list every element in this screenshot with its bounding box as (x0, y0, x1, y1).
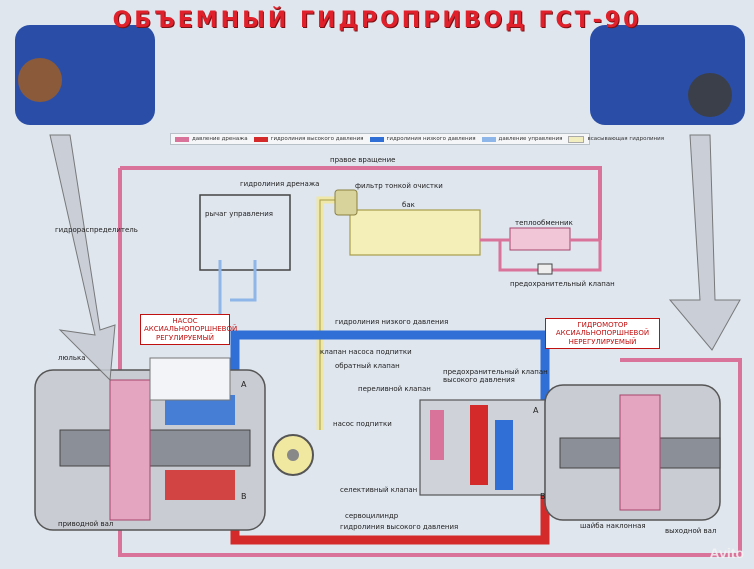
pump-photo (15, 25, 155, 125)
legend-swatch (253, 136, 268, 142)
control-lever-label: рычаг управления (205, 210, 273, 218)
drive-shaft-label: приводной вал (58, 520, 114, 528)
safety-valve-shape (537, 263, 553, 275)
heat-exchanger-loop (480, 238, 602, 272)
low-pressure-line-label: гидролиния низкого давления (335, 318, 449, 326)
distributor-frame (199, 194, 291, 271)
output-shaft-label: выходной вал (665, 527, 717, 535)
right-arrow (668, 134, 741, 351)
legend-label: давление дренажа (192, 136, 248, 142)
charge-valve-label: клапан насоса подпитки (320, 348, 412, 356)
port-b2-label: В (540, 492, 546, 501)
legend-item: гидролиния низкого давления (369, 136, 476, 142)
servo-block (149, 357, 231, 401)
heat-exchanger-shape (509, 227, 571, 251)
legend-swatch (369, 136, 384, 142)
left-arrow (49, 134, 116, 382)
flush-valve-shape (430, 410, 444, 460)
selective-valve-shape (470, 405, 488, 485)
legend-swatch (568, 135, 585, 143)
safety-valve-label: предохранительный клапан (510, 280, 615, 288)
legend-swatch (481, 136, 496, 142)
pump-shaft (59, 429, 251, 467)
relief-valve-shape (495, 420, 513, 490)
port-a1-label: А (241, 380, 247, 389)
tank-shape (349, 209, 481, 256)
legend: давление дренажа гидролиния высокого дав… (170, 133, 664, 145)
port-a2-label: А (533, 406, 539, 415)
distributor-label: гидрораспределитель (55, 226, 138, 234)
charge-pump-label: насос подпитки (333, 420, 392, 428)
high-pressure-valve-label: предохранительный клапан высокого давлен… (443, 368, 548, 385)
legend-label: гидролиния низкого давления (386, 136, 476, 142)
legend-label: давление управления (498, 136, 563, 142)
page-title: ОБЪЕМНЫЙ ГИДРОПРИВОД ГСТ-90 (112, 8, 642, 33)
heat-exchanger-label: теплообменник (515, 219, 573, 227)
pump-photo-flange (18, 58, 62, 102)
legend-item: гидролиния высокого давления (253, 136, 364, 142)
watermark: Avito (709, 545, 744, 561)
drain-line-label: гидролиния дренажа (240, 180, 320, 188)
suction-line-outline (319, 199, 345, 430)
selective-valve-label: селективный клапан (340, 486, 418, 494)
legend-swatch (175, 136, 189, 142)
pump-cradle (109, 379, 151, 521)
low-pressure-line-path (230, 330, 550, 400)
motor-photo-flange (688, 73, 732, 117)
legend-item: давление управления (481, 136, 563, 142)
cradle-label: люлька (58, 354, 86, 362)
pump-high-chamber (165, 470, 235, 500)
filter-shape (334, 189, 358, 216)
charge-pump-hub (287, 449, 299, 461)
swash-plate-label: шайба наклонная (580, 522, 646, 530)
right-rotation-label: правое вращение (330, 156, 396, 164)
servo-cylinder-label: сервоцилиндр (345, 512, 399, 520)
fine-filter-label: фильтр тонкой очистки (355, 182, 443, 190)
legend-item: всасывающая гидролиния (568, 135, 665, 143)
pump-box-label: НАСОС АКСИАЛЬНОПОРШНЕВОЙ РЕГУЛИРУЕМЫЙ (140, 314, 237, 346)
suction-line-path (316, 196, 345, 430)
flush-valve-label: переливной клапан (358, 385, 431, 393)
check-valve-label: обратный клапан (335, 362, 400, 370)
legend-label: всасывающая гидролиния (587, 136, 665, 142)
tank-label: бак (402, 201, 415, 209)
port-b1-label: В (241, 492, 247, 501)
legend-label: гидролиния высокого давления (270, 136, 364, 142)
motor-box-label: ГИДРОМОТОР АКСИАЛЬНОПОРШНЕВОЙ НЕРЕГУЛИРУ… (545, 318, 660, 350)
motor-swash-plate (619, 394, 661, 511)
legend-item: давление дренажа (175, 136, 248, 142)
high-pressure-line-label: гидролиния высокого давления (340, 523, 459, 531)
